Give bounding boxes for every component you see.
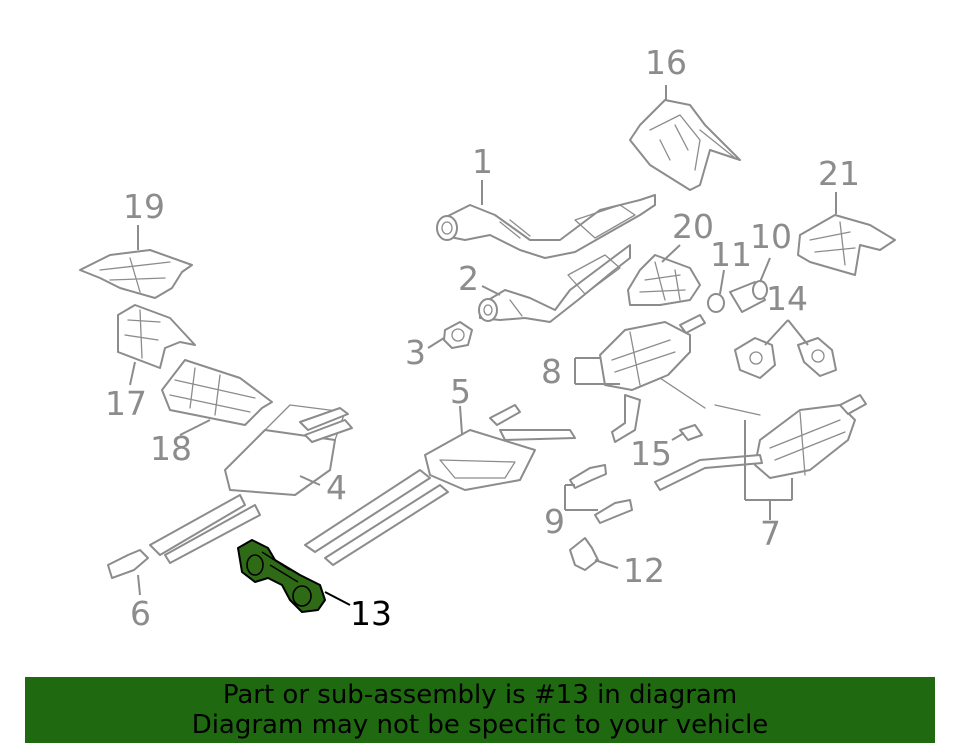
part-4-muffler [149, 404, 353, 564]
callout-6: 6 [130, 594, 151, 633]
callout-21: 21 [818, 154, 860, 193]
callout-9: 9 [544, 502, 565, 541]
part-15-clip [671, 424, 703, 441]
callout-14: 14 [766, 279, 808, 318]
part-20-bracket [627, 244, 701, 306]
part-11-clamp [707, 269, 725, 313]
part-13-bracket-highlighted [237, 539, 351, 613]
part-18-heat-shield [161, 359, 273, 436]
part-7-rear-muffler [654, 394, 867, 520]
part-6-sensor [107, 549, 149, 596]
part-8-muffler [574, 314, 706, 443]
part-5-front-pipe [304, 404, 576, 566]
callout-18: 18 [150, 429, 192, 468]
callout-1: 1 [472, 142, 493, 181]
callout-10: 10 [750, 217, 792, 256]
callout-20: 20 [672, 207, 714, 246]
part-19-heat-shield [79, 225, 193, 299]
exhaust-parts-diagram: 1 2 3 4 5 6 7 8 9 10 11 12 13 14 15 16 1… [79, 43, 896, 633]
callout-4: 4 [326, 468, 347, 507]
callout-13: 13 [350, 594, 392, 633]
info-banner: Part or sub-assembly is #13 in diagram D… [25, 677, 935, 743]
callout-16: 16 [645, 43, 687, 82]
callout-11: 11 [710, 235, 752, 274]
part-12-clamp [569, 537, 619, 571]
part-10-pipe-end [729, 257, 771, 313]
banner-line-part-number: Part or sub-assembly is #13 in diagram [222, 680, 738, 710]
callout-19: 19 [123, 187, 165, 226]
part-21-heat-shield [797, 192, 896, 276]
part-1-catalytic-converter [436, 180, 656, 259]
part-16-heat-shield [629, 85, 741, 191]
callout-12: 12 [623, 551, 665, 590]
callout-2: 2 [458, 259, 479, 298]
part-9-sensors [564, 464, 633, 524]
banner-line-disclaimer: Diagram may not be specific to your vehi… [191, 710, 769, 740]
callout-8: 8 [541, 352, 562, 391]
part-2-catalytic-converter [478, 244, 631, 323]
callout-7: 7 [760, 514, 781, 553]
part-17-heat-shield [117, 304, 196, 386]
callout-17: 17 [105, 384, 147, 423]
callout-5: 5 [450, 372, 471, 411]
callout-3: 3 [405, 333, 426, 372]
part-3-gasket [427, 321, 473, 349]
callout-15: 15 [630, 434, 672, 473]
part-14-hangers [734, 319, 837, 379]
